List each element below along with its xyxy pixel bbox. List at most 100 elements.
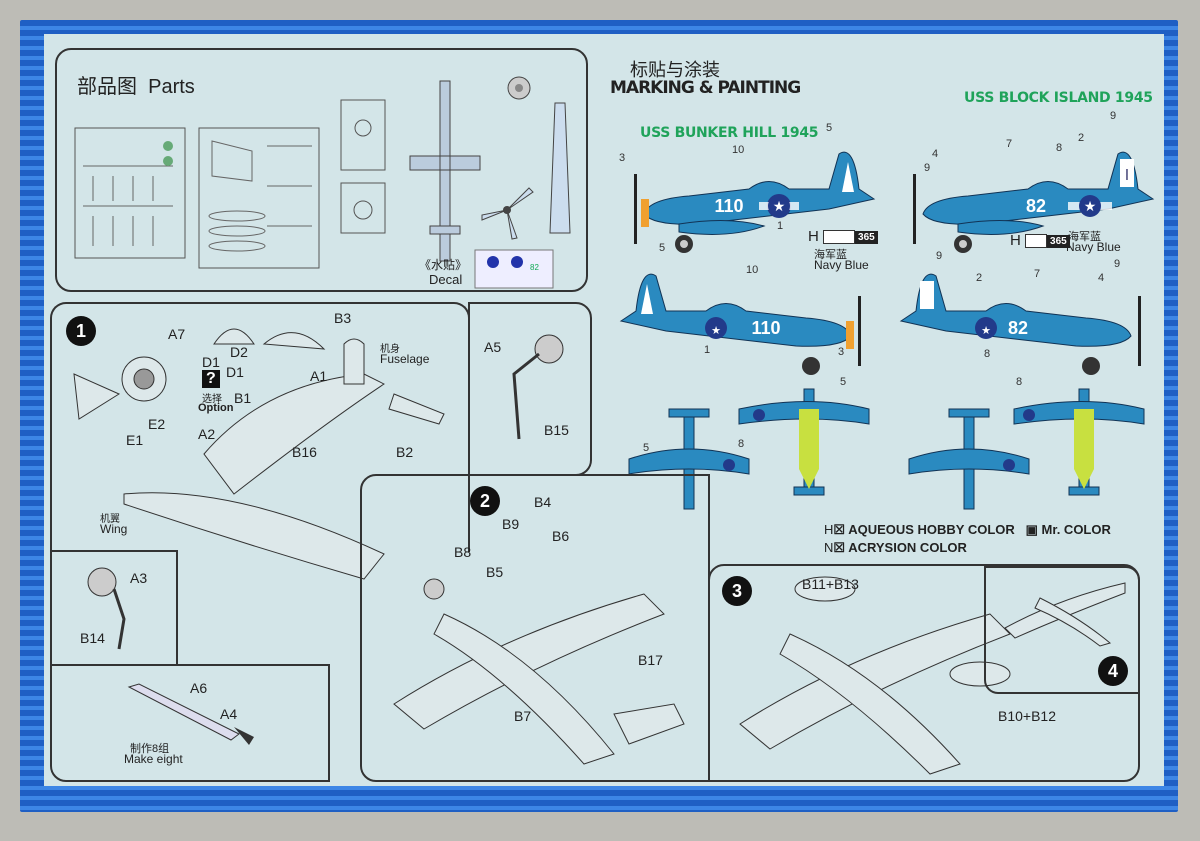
part-label: A4 (220, 706, 238, 722)
legend-acrysion-color: N☒ ACRYSION COLOR (824, 540, 967, 555)
part-label: B6 (552, 528, 570, 544)
part-label: A6 (190, 680, 208, 696)
callout: 2 (1078, 132, 1085, 144)
callout: 7 (1034, 268, 1041, 280)
color-code: 365 (1047, 234, 1070, 248)
callout: 8 (738, 438, 745, 450)
part-label: A5 (484, 339, 502, 355)
part-label: B4 (534, 494, 552, 510)
callout: 1 (704, 344, 711, 356)
step-2-badge: 2 (470, 486, 500, 516)
callout: 8 (984, 348, 991, 360)
part-label: B17 (638, 652, 663, 668)
step-3-badge: 3 (722, 576, 752, 606)
callout: 9 (924, 162, 931, 174)
callout: 3 (838, 346, 845, 358)
svg-text:★: ★ (1084, 198, 1097, 214)
make-eight-cn: 制作8组 (130, 743, 170, 755)
part-label: B7 (514, 708, 532, 724)
callout: 3 (619, 152, 626, 164)
legend-h: H (824, 522, 834, 537)
color-code: 365 (855, 230, 878, 244)
parts-title-cn: 部品图 (77, 76, 137, 98)
part-label: B15 (544, 422, 569, 438)
step-3-assembly-drawing (739, 576, 1011, 775)
part-label: B10+B12 (998, 708, 1056, 724)
make-eight-en: Make eight (124, 752, 183, 766)
part-label: B16 (292, 444, 317, 460)
callout: 4 (1098, 272, 1105, 284)
color-prefix: H (808, 228, 819, 245)
legend-hobby-color: H☒ AQUEOUS HOBBY COLOR ▣ Mr. COLOR (824, 522, 1111, 537)
callout: 9 (1114, 258, 1121, 270)
decal-label-cn: 《水贴》 (419, 258, 468, 272)
aircraft-side-bunker-hill-right: ★ 110 (619, 273, 861, 375)
part-label: B14 (80, 630, 105, 646)
callout: 4 (932, 148, 939, 160)
color-name-en: Navy Blue (814, 258, 869, 272)
legend-mr-text: Mr. COLOR (1041, 522, 1111, 537)
part-label: B9 (502, 516, 520, 532)
part-label: B3 (334, 310, 352, 326)
rocket-panel (50, 664, 330, 782)
callout: 8 (1056, 142, 1063, 154)
svg-text:I: I (1125, 167, 1129, 184)
callout: 1 (777, 220, 784, 232)
callout: 2 (976, 272, 983, 284)
part-label: A3 (130, 570, 148, 586)
color-name-cn: 海军蓝 (1068, 231, 1101, 243)
callout: 8 (1016, 376, 1023, 388)
color-name-en: Navy Blue (1066, 240, 1121, 254)
tail-wheel-drawing (512, 334, 564, 440)
scheme-title-bunker-hill: USS BUNKER HILL 1945 (640, 125, 819, 141)
fuselage-top-drawing (409, 80, 481, 262)
sprue-d-drawing (340, 99, 386, 234)
fuselage-label-cn: 机身 (380, 344, 400, 355)
parts-panel: 部品图 Parts 82 《水贴》 Decal (55, 48, 588, 292)
callout: 5 (826, 122, 833, 134)
part-label: B8 (454, 544, 472, 560)
color-swatch-right: H 365 (1010, 232, 1070, 249)
sprue-a-drawing (74, 127, 186, 259)
color-name-cn: 海军蓝 (814, 249, 847, 261)
step-1-badge: 1 (66, 316, 96, 346)
callout: 10 (746, 264, 759, 276)
wing-label-en: Wing (100, 522, 128, 536)
legend-h-text: AQUEOUS HOBBY COLOR (848, 522, 1015, 537)
svg-text:★: ★ (981, 325, 991, 337)
callout: 10 (732, 144, 745, 156)
part-label: B1 (234, 390, 252, 406)
parts-title: 部品图 Parts (77, 70, 195, 99)
rocket-drawing (127, 683, 254, 745)
part-label: E2 (148, 416, 166, 432)
part-label: A2 (198, 426, 216, 442)
decal-sheet: 82 (474, 249, 554, 289)
step-1-assembly-drawing (73, 328, 445, 580)
option-label-en: Option (198, 402, 234, 414)
wing-label-cn: 机翼 (100, 514, 120, 525)
svg-text:★: ★ (773, 198, 786, 214)
aircraft-side-block-island-right: ★ 82 (899, 273, 1141, 375)
aircraft-side-bunker-hill-left: ★ 110 (634, 151, 876, 253)
callout: 9 (936, 250, 943, 262)
sprue-b-drawing (198, 127, 320, 269)
part-label: A1 (310, 368, 328, 384)
scheme-title-block-island: USS BLOCK ISLAND 1945 (964, 90, 1153, 106)
step-4-badge: 4 (1098, 656, 1128, 686)
color-swatch-left: H 365 (808, 228, 878, 245)
svg-text:★: ★ (711, 325, 721, 337)
part-label: D2 (230, 344, 248, 360)
aircraft-code-110-right: 110 (751, 318, 780, 338)
callout: 5 (659, 242, 666, 254)
question-icon: ? (202, 370, 220, 388)
step-2-assembly-drawing (393, 578, 685, 765)
part-label: D1 (226, 364, 244, 380)
part-label: B2 (396, 444, 414, 460)
callout: 5 (840, 376, 847, 388)
fuselage-side-drawing (549, 102, 571, 234)
legend-n: N (824, 540, 834, 555)
aircraft-code-82-right: 82 (1008, 318, 1028, 338)
color-prefix: H (1010, 232, 1021, 249)
callout: 5 (643, 442, 650, 454)
part-label: A7 (168, 326, 186, 342)
